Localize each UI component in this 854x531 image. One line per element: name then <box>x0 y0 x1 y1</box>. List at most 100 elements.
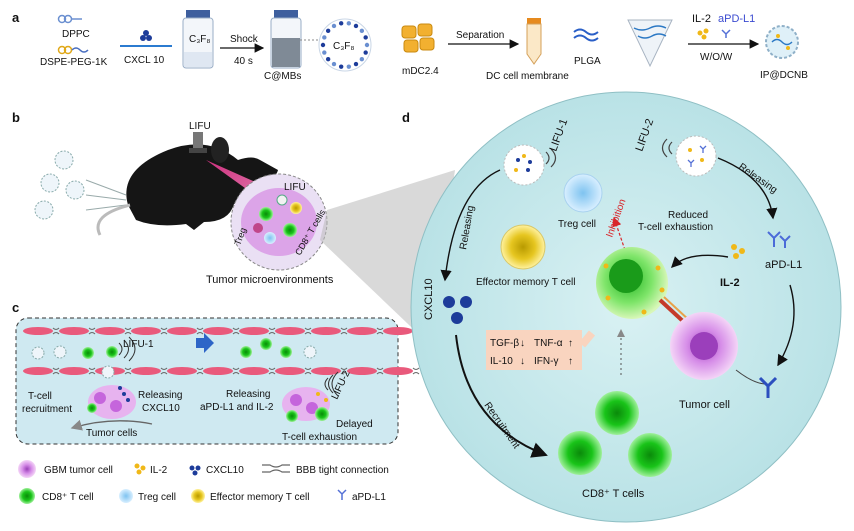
releasing-cxcl10-1: Releasing <box>138 390 182 401</box>
endothelial-cell <box>203 367 233 375</box>
tme-label: Tumor microenvironments <box>206 274 334 286</box>
inhibition-arrow <box>612 216 626 251</box>
tight-junction <box>304 327 312 335</box>
legend-il2-icon <box>134 463 146 475</box>
d-tgf-arrow: ↓ <box>520 338 525 349</box>
dppc-label: DPPC <box>62 29 90 40</box>
vial-c3f8-label: C₃F₈ <box>189 34 211 45</box>
legend-bbb: BBB tight connection <box>296 465 389 476</box>
endothelial-cell <box>311 327 341 335</box>
endothelial-cell <box>239 367 269 375</box>
bubble-shell-dot <box>338 64 344 69</box>
endothelial-cell <box>59 367 89 375</box>
tight-junction <box>52 327 60 335</box>
d-effector-cell <box>500 224 546 270</box>
d-central-tcell <box>596 247 668 319</box>
panel-b: b LIFU <box>12 110 455 345</box>
cytokine-box <box>486 330 596 370</box>
arrow-releasing-right <box>717 157 778 220</box>
endothelial-cell <box>347 367 377 375</box>
apdl1-label: aPD-L1 <box>718 13 755 25</box>
bubble-shell-dot <box>364 42 370 48</box>
bubble-shell-dot <box>353 23 359 29</box>
tight-junction <box>196 327 204 335</box>
tight-junction <box>268 367 276 375</box>
releasing-apdl1-2: aPD-L1 and IL-2 <box>200 402 274 413</box>
d-effector-label: Effector memory T cell <box>476 277 575 288</box>
plga-icon <box>573 28 599 42</box>
endothelial-cell <box>383 327 413 335</box>
il2-label: IL-2 <box>692 13 711 25</box>
tumor-cells-label: Tumor cells <box>86 428 137 439</box>
lifu-transducer-icon <box>189 132 207 153</box>
endothelial-cell <box>311 367 341 375</box>
bbb-endothelium-bottom <box>23 367 420 375</box>
tight-junction <box>340 327 348 335</box>
d-treg-cell <box>563 173 603 213</box>
d-cxcl10-label: CXCL10 <box>423 278 435 320</box>
legend-treg-icon <box>119 489 133 503</box>
lifu-inner-label: LIFU <box>284 182 306 193</box>
d-ifn: IFN-γ <box>534 356 558 367</box>
bubble-shell-dot <box>353 61 359 67</box>
step-arrow-icon <box>196 333 214 353</box>
d-tgf: TGF-β <box>490 338 519 349</box>
c3f8-vial-icon <box>182 10 214 69</box>
shock-label: Shock <box>230 34 259 45</box>
plga-label: PLGA <box>574 56 601 67</box>
d-tumor-cell-label: Tumor cell <box>679 399 730 411</box>
separation-label: Separation <box>456 30 504 41</box>
tight-junction <box>160 327 168 335</box>
arrow-releasing-left <box>440 169 501 282</box>
legend-bbb-icon <box>262 464 290 473</box>
il2-apdl1-icons <box>697 28 731 40</box>
legend-il2: IL-2 <box>150 465 168 476</box>
c-lifu1-label: LIFU-1 <box>123 339 154 350</box>
tight-junction <box>52 367 60 375</box>
scene-right <box>240 338 339 422</box>
shock-time-label: 40 s <box>234 56 253 67</box>
legend-gbm: GBM tumor cell <box>44 465 113 476</box>
d-tumor-cell <box>670 312 778 398</box>
d-nanoparticle-1 <box>503 144 557 186</box>
bubble-shell-dot <box>359 56 365 62</box>
bubble-shell-dot <box>325 28 331 34</box>
bubble-shell-dot <box>322 50 327 55</box>
dc-membrane-label: DC cell membrane <box>486 71 569 82</box>
d-tnf: TNF-α <box>534 338 563 349</box>
bubble-shell-dot <box>338 21 344 26</box>
d-reduced-2: T-cell exhaustion <box>638 222 713 233</box>
legend-gbm-icon <box>18 460 36 478</box>
cmbs-vial-icon <box>270 10 302 69</box>
bubble-c3f8-label: C₃F₈ <box>333 41 355 52</box>
dspe-lipid-icon <box>57 45 89 55</box>
d-cd8-cells <box>558 391 672 477</box>
tight-junction <box>124 327 132 335</box>
endothelial-cell <box>131 327 161 335</box>
dspe-label: DSPE-PEG-1K <box>40 57 108 68</box>
d-il2-cluster <box>731 244 745 259</box>
endothelial-cell <box>383 367 413 375</box>
mdc-cells-icon <box>401 23 435 53</box>
bubble-shell-dot <box>325 56 331 62</box>
arrow-apdl1-to-tumor <box>777 284 795 367</box>
panel-a: a DPPC DSPE-PEG-1K CXCL 10 C₃F₈ <box>12 10 808 82</box>
tight-junction <box>340 367 348 375</box>
legend-effector: Effector memory T cell <box>210 492 309 503</box>
cxcl10-dots-icon <box>120 30 172 47</box>
panel-d-label: d <box>402 110 410 125</box>
tight-junction <box>88 327 96 335</box>
releasing-cxcl10-2: CXCL10 <box>142 403 180 414</box>
tight-junction <box>160 367 168 375</box>
lifu-label: LIFU <box>189 121 211 132</box>
wow-label: W/O/W <box>700 52 733 63</box>
legend-cxcl10-icon <box>189 465 201 476</box>
scene-left <box>31 336 153 431</box>
bubble-shell-dot <box>322 35 327 40</box>
microbubble-icon <box>318 18 372 72</box>
legend-cd8-icon <box>19 488 35 504</box>
endothelial-cell <box>95 327 125 335</box>
panel-a-label: a <box>12 10 20 25</box>
tight-junction <box>304 367 312 375</box>
il2-to-tcell-arrow <box>671 254 729 268</box>
